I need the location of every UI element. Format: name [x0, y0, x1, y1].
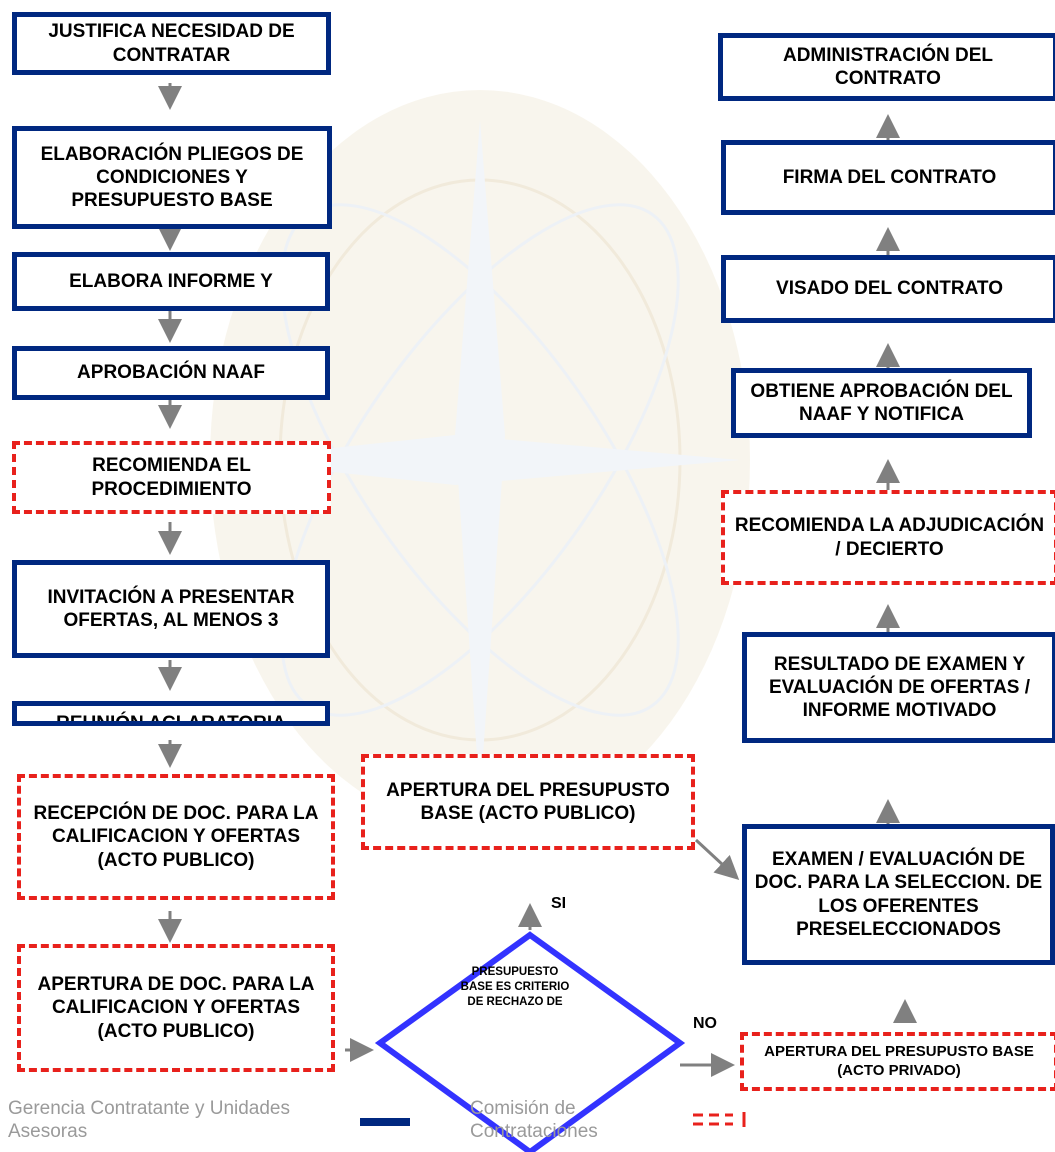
box-apertura-publico: APERTURA DEL PRESUPUSTO BASE (ACTO PUBLI…	[361, 754, 695, 850]
label-no: NO	[693, 1015, 717, 1032]
box-invitacion: INVITACIÓN A PRESENTAR OFERTAS, AL MENOS…	[12, 560, 330, 658]
box-firma: FIRMA DEL CONTRATO	[721, 140, 1055, 215]
box-examen: EXAMEN / EVALUACIÓN DE DOC. PARA LA SELE…	[742, 824, 1055, 965]
decision-text: PRESUPUESTO BASE ES CRITERIO DE RECHAZO …	[460, 966, 570, 1008]
box-obtiene-aprobacion: OBTIENE APROBACIÓN DEL NAAF Y NOTIFICA	[731, 368, 1032, 438]
box-resultado: RESULTADO DE EXAMEN Y EVALUACIÓN DE OFER…	[742, 632, 1055, 743]
box-apertura-privado: APERTURA DEL PRESUPUSTO BASE (ACTO PRIVA…	[740, 1032, 1055, 1091]
legend-comision-label: Comisión de Contrataciones	[470, 1098, 598, 1142]
box-justifica: JUSTIFICA NECESIDAD DE CONTRATAR	[12, 12, 331, 75]
legend-gerencia-label: Gerencia Contratante y Unidades Asesoras	[8, 1098, 290, 1142]
box-reunion: REUNIÓN ACLARATORIA	[12, 701, 330, 726]
box-elaboracion-pliegos: ELABORACIÓN PLIEGOS DE CONDICIONES Y PRE…	[12, 126, 332, 229]
decision-diamond	[374, 931, 686, 1152]
box-apertura-doc: APERTURA DE DOC. PARA LA CALIFICACION Y …	[17, 944, 335, 1072]
legend-solid-sample	[360, 1118, 410, 1126]
box-elabora-informe: ELABORA INFORME Y	[12, 252, 330, 311]
label-si: SI	[551, 895, 567, 912]
box-aprobacion-naaf: APROBACIÓN NAAF	[12, 346, 330, 400]
arrow-diagonal	[694, 838, 740, 881]
box-recepcion: RECEPCIÓN DE DOC. PARA LA CALIFICACION Y…	[17, 774, 335, 900]
box-visado: VISADO DEL CONTRATO	[721, 255, 1055, 323]
box-recomienda-procedimiento: RECOMIENDA EL PROCEDIMIENTO	[12, 441, 331, 514]
box-administracion: ADMINISTRACIÓN DEL CONTRATO	[718, 33, 1055, 101]
box-recomienda-adjudicacion: RECOMIENDA LA ADJUDICACIÓN / DECIERTO	[721, 490, 1055, 585]
